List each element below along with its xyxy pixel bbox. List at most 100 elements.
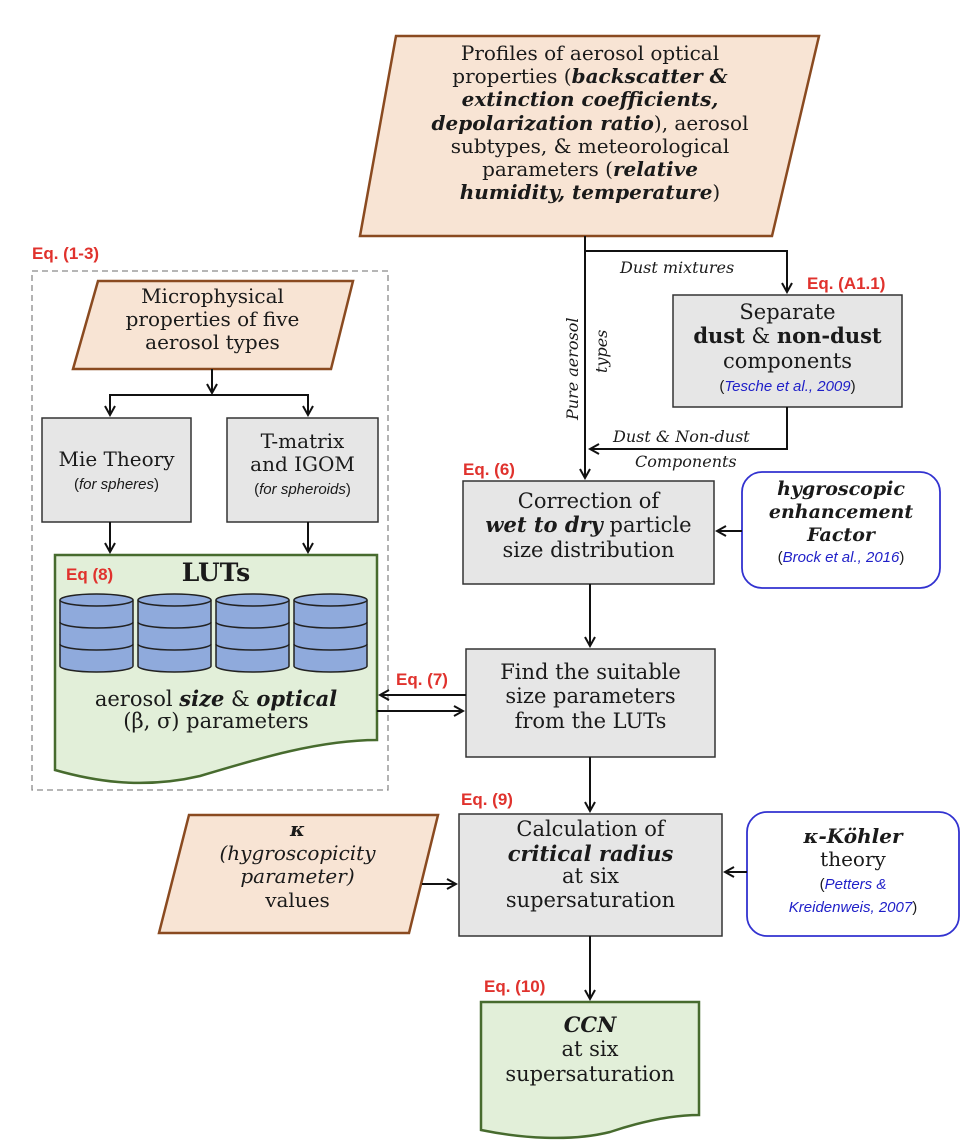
kappa-symbol: κ xyxy=(290,817,305,841)
equation-label-7: Eq. (7) xyxy=(396,670,448,689)
text-span: dust xyxy=(693,323,745,349)
separate-line: dust & non-dust xyxy=(673,323,902,349)
calculation-line: supersaturation xyxy=(505,887,676,912)
kappa-line: values xyxy=(265,887,330,912)
tmatrix-line: and IGOM xyxy=(250,452,355,477)
equation-label-10: Eq. (10) xyxy=(484,977,546,996)
database-icon xyxy=(59,593,134,673)
kappa-input: κ (hygroscopicity parameter) values xyxy=(175,817,420,912)
find-process: Find the suitable size parameters from t… xyxy=(466,660,715,733)
correction-line: Correction of xyxy=(517,489,660,513)
find-line: from the LUTs xyxy=(514,708,667,733)
citation-link[interactable]: Petters & xyxy=(824,876,887,893)
calculation-line: Calculation of xyxy=(516,817,665,841)
paren: ( xyxy=(73,476,79,494)
text-span: & xyxy=(224,687,257,711)
profiles-line: extinction coefficients, xyxy=(461,87,719,112)
calculation-line: critical radius xyxy=(507,840,674,866)
kohler-line: theory xyxy=(820,847,886,871)
text-span: ) xyxy=(712,180,721,205)
mie-process: Mie Theory (for spheres) xyxy=(42,447,191,494)
edge-label-types: types xyxy=(592,330,611,373)
mie-note: (for spheres) xyxy=(42,471,191,494)
citation-link[interactable]: Kreidenweis, 2007 xyxy=(788,899,913,916)
calculation-process-shape xyxy=(458,813,723,937)
text-span: particle xyxy=(602,513,692,538)
kappa-line: parameter) xyxy=(240,864,355,889)
paren: ) xyxy=(154,476,160,494)
kohler-reference-shape xyxy=(746,811,960,937)
equation-label-1-3: Eq. (1-3) xyxy=(32,244,100,263)
kohler-title: κ-Köhler xyxy=(803,824,903,848)
microphysical-input: Microphysical properties of five aerosol… xyxy=(80,284,345,355)
tmatrix-process-shape xyxy=(226,417,379,523)
separate-line: Separate xyxy=(739,300,836,324)
correction-process-shape xyxy=(462,480,715,585)
edge-label-pure-aerosol: Pure aerosol xyxy=(563,317,582,420)
correction-line: wet to dry particle xyxy=(463,512,714,538)
text-span: parameters ( xyxy=(482,156,613,181)
connector-split-tmatrix xyxy=(212,394,308,415)
tmatrix-process: T-matrix and IGOM (for spheroids) xyxy=(227,429,378,500)
separate-process: Separate dust & non-dust components (Tes… xyxy=(673,300,902,396)
paren: ( xyxy=(254,481,260,499)
calculation-process: Calculation of critical radius at six su… xyxy=(459,817,722,912)
microphysical-line: Microphysical xyxy=(141,284,284,308)
equation-label-8: Eq (8) xyxy=(66,565,114,584)
separate-citation: (Tesche et al., 2009) xyxy=(673,373,902,396)
database-icon xyxy=(137,593,212,673)
edge-label-pure-aerosol-line2: types xyxy=(592,329,611,373)
hygroscopic-line: enhancement xyxy=(768,500,914,523)
mie-title: Mie Theory xyxy=(58,447,175,471)
connector-dust-mixtures xyxy=(585,250,787,292)
text-span: depolarization ratio xyxy=(431,110,654,135)
text-span: wet to dry xyxy=(485,512,603,538)
citation-link[interactable]: Brock et al., 2016 xyxy=(782,549,900,567)
profiles-line: Profiles of aerosol optical xyxy=(460,41,720,65)
edge-label-dust-nondust: Dust & Non-dust xyxy=(613,427,750,446)
luts-output: aerosol size & optical (β, σ) parameters xyxy=(55,686,377,732)
paren: ) xyxy=(912,899,918,916)
citation-link[interactable]: Tesche et al., 2009 xyxy=(724,378,851,396)
paren: ( xyxy=(819,876,825,893)
luts-title: LUTs xyxy=(181,558,251,587)
paren: ( xyxy=(777,549,783,567)
paren: ( xyxy=(719,378,725,396)
text-span: properties ( xyxy=(452,64,572,89)
profiles-line: humidity, temperature) xyxy=(390,181,790,204)
equation-label-9: Eq. (9) xyxy=(461,790,513,809)
profiles-input-shape xyxy=(358,34,821,238)
correction-line: size distribution xyxy=(502,537,675,562)
edge-label-dust-mixtures: Dust mixtures xyxy=(620,258,735,277)
text-span: ), aerosol xyxy=(653,110,749,135)
edge-label-components: Components xyxy=(635,452,737,471)
mie-process-shape xyxy=(41,417,192,523)
kappa-input-shape xyxy=(157,813,440,935)
hygroscopic-line: Factor xyxy=(807,523,875,546)
profiles-line: parameters (relative xyxy=(390,156,790,181)
ccn-line: at six xyxy=(561,1037,619,1062)
text-span: for spheres xyxy=(78,476,155,494)
text-span: size xyxy=(179,686,225,711)
microphysical-line: aerosol types xyxy=(145,330,280,355)
kohler-citation: (Petters & Kreidenweis, 2007) xyxy=(747,871,959,917)
database-icon xyxy=(293,593,368,673)
text-span: & xyxy=(744,324,777,349)
profiles-input: Profiles of aerosol optical properties (… xyxy=(390,41,790,204)
text-span: non-dust xyxy=(776,323,882,349)
tmatrix-line: T-matrix xyxy=(260,429,345,453)
database-cylinder-group xyxy=(59,593,368,673)
kappa-line: (hygroscopicity xyxy=(219,840,376,865)
luts-line: aerosol size & optical xyxy=(55,686,377,711)
correction-process: Correction of wet to dry particle size d… xyxy=(463,489,714,562)
microphysical-input-shape xyxy=(71,279,355,371)
text-span: for spheroids xyxy=(259,481,346,499)
ccn-line: supersaturation xyxy=(505,1061,675,1086)
text-span: relative xyxy=(612,156,698,181)
paren: ) xyxy=(850,378,856,396)
connector-dust-components xyxy=(590,407,788,449)
hygroscopic-reference: hygroscopic enhancement Factor (Brock et… xyxy=(742,478,940,567)
edge-label-pure-aerosol-line1: Pure aerosol xyxy=(563,317,582,420)
